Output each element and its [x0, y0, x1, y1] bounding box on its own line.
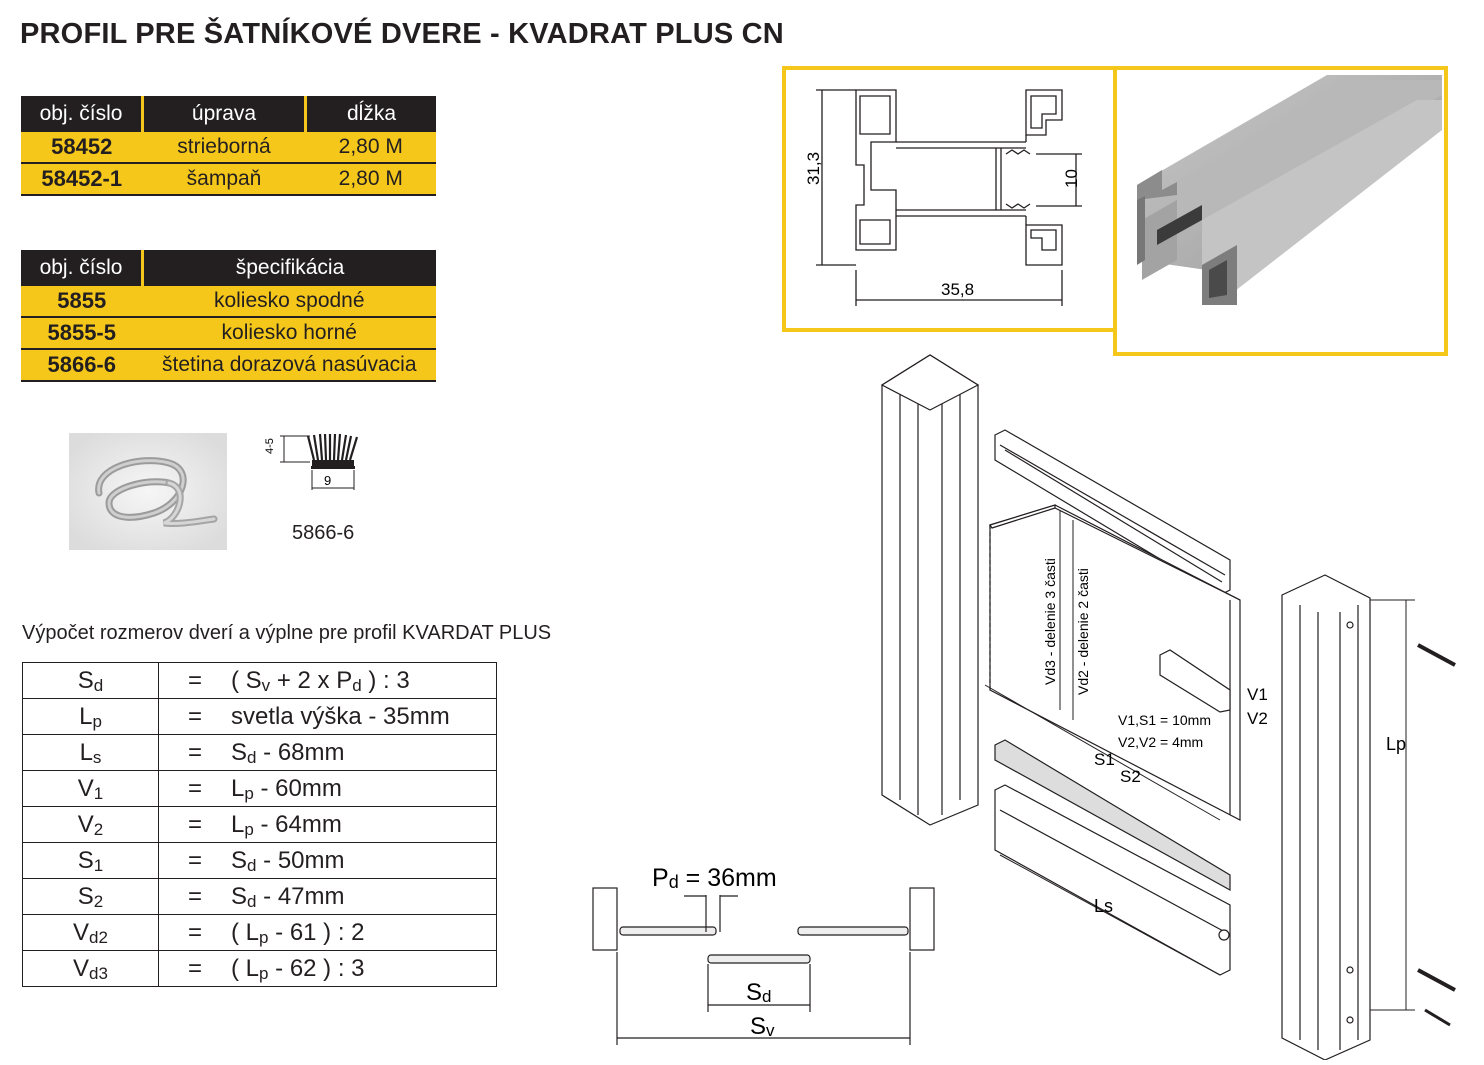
finish: strieborná — [142, 132, 306, 164]
table-row: Vd3 =( Lp - 62 ) : 3 — [22, 950, 497, 987]
v2-label: V2 — [1247, 709, 1268, 728]
spec: koliesko horné — [142, 317, 436, 350]
length: 2,80 M — [305, 132, 436, 164]
table-row: S1 =Sd - 50mm — [22, 842, 497, 879]
profile-order-table: obj. číslo úprava dĺžka 58452 strieborná… — [21, 96, 436, 196]
profile-cross-section: 31,3 35,8 10 — [782, 66, 1117, 332]
svg-text:Sv: Sv — [750, 1013, 775, 1040]
table-row: Ls =Sd - 68mm — [22, 734, 497, 771]
door-plan-diagram: Pd = 36mm Sd Sv — [588, 860, 948, 1050]
table-row: 58452 strieborná 2,80 M — [21, 132, 436, 164]
table-row: Vd2 =( Lp - 61 ) : 2 — [22, 914, 497, 951]
col-header-finish: úprava — [142, 96, 307, 132]
spec: koliesko spodné — [142, 286, 436, 318]
brush-width-dim: 9 — [324, 473, 331, 488]
brush-height-dim: 4-5 — [264, 438, 276, 454]
col-header-length: dĺžka — [305, 96, 436, 132]
length: 2,80 M — [305, 163, 436, 196]
sv-label: S — [750, 1013, 766, 1040]
note-v2v2: V2,V2 = 4mm — [1118, 734, 1203, 750]
accessory-table: obj. číslo špecifikácia 5855 koliesko sp… — [21, 250, 436, 382]
table-row: Sd =( Sv + 2 x Pd ) : 3 — [22, 662, 497, 699]
calc-table: Sd =( Sv + 2 x Pd ) : 3 Lp =svetla výška… — [22, 662, 497, 987]
table-row: 5866-6 štetina dorazová nasúvacia — [21, 349, 436, 382]
table-row: 5855 koliesko spodné — [21, 286, 436, 318]
table-row: V2 =Lp - 64mm — [22, 806, 497, 843]
lp-label: Lp — [1386, 734, 1406, 754]
table-row: 5855-5 koliesko horné — [21, 317, 436, 350]
order-code: 58452 — [21, 132, 143, 164]
vd2-label: Vd2 - delenie 2 časti — [1075, 568, 1091, 695]
brush-strip-photo — [69, 433, 227, 550]
svg-text:Pd = 36mm: Pd = 36mm — [652, 864, 777, 892]
order-code: 58452-1 — [21, 163, 143, 196]
order-code: 5866-6 — [21, 349, 143, 382]
height-dim-label: 31,3 — [804, 152, 823, 185]
col-header-spec: špecifikácia — [142, 250, 436, 286]
page-title: PROFIL PRE ŠATNÍKOVÉ DVERE - KVADRAT PLU… — [20, 18, 784, 50]
table-row: 58452-1 šampaň 2,80 M — [21, 163, 436, 196]
col-header-code: obj. číslo — [21, 250, 144, 286]
width-dim-label: 35,8 — [941, 280, 974, 299]
table-row: Lp =svetla výška - 35mm — [22, 698, 497, 735]
finish: šampaň — [142, 163, 306, 196]
col-header-code: obj. číslo — [21, 96, 144, 132]
s1-label: S1 — [1094, 750, 1115, 769]
calc-caption: Výpočet rozmerov dverí a výplne pre prof… — [22, 622, 552, 644]
s2-label: S2 — [1120, 767, 1141, 786]
spec: štetina dorazová nasúvacia — [142, 349, 436, 382]
sd-label: S — [746, 979, 762, 1006]
vd3-label: Vd3 - delenie 3 časti — [1042, 558, 1058, 685]
assembly-drawing: Vd3 - delenie 3 časti Vd2 - delenie 2 ča… — [870, 350, 1470, 1061]
profile-3d-render — [1113, 66, 1448, 356]
v1-label: V1 — [1247, 685, 1268, 704]
brush-code-label: 5866-6 — [292, 522, 355, 544]
order-code: 5855-5 — [21, 317, 143, 350]
brush-section-drawing: 4-5 9 — [258, 430, 368, 500]
note-v1s1: V1,S1 = 10mm — [1118, 712, 1211, 728]
gap-dim-label: 10 — [1062, 169, 1081, 188]
table-row: S2 =Sd - 47mm — [22, 878, 497, 915]
order-code: 5855 — [21, 286, 143, 318]
pd-symbol: P — [652, 864, 669, 892]
ls-label: Ls — [1094, 896, 1113, 916]
svg-text:Sd: Sd — [746, 979, 771, 1006]
table-row: V1 =Lp - 60mm — [22, 770, 497, 807]
